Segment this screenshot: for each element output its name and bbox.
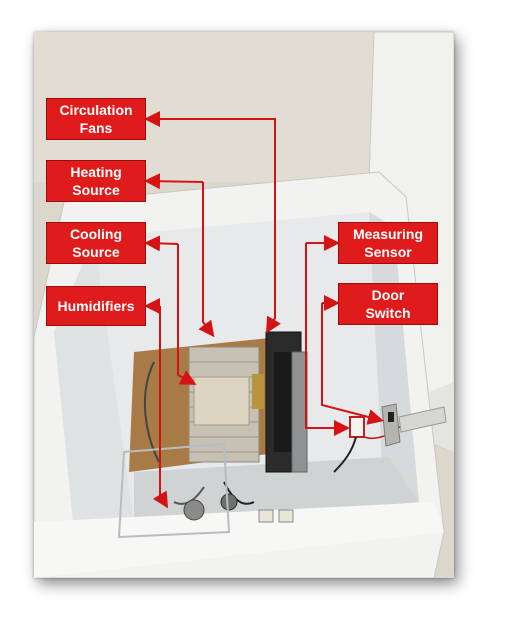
door-switch xyxy=(381,403,401,447)
label-measuring-sensor: Measuring Sensor xyxy=(338,222,438,264)
label-heating-source: Heating Source xyxy=(46,160,146,202)
humidifier-1 xyxy=(183,499,205,521)
measuring-sensor xyxy=(349,416,365,438)
label-cooling-source: Cooling Source xyxy=(46,222,146,264)
label-door-switch: Door Switch xyxy=(338,283,438,325)
humidifier-2 xyxy=(220,493,238,511)
brass-fitting xyxy=(252,374,264,409)
label-humidifiers: Humidifiers xyxy=(46,286,146,326)
label-circulation-fans: Circulation Fans xyxy=(46,98,146,140)
